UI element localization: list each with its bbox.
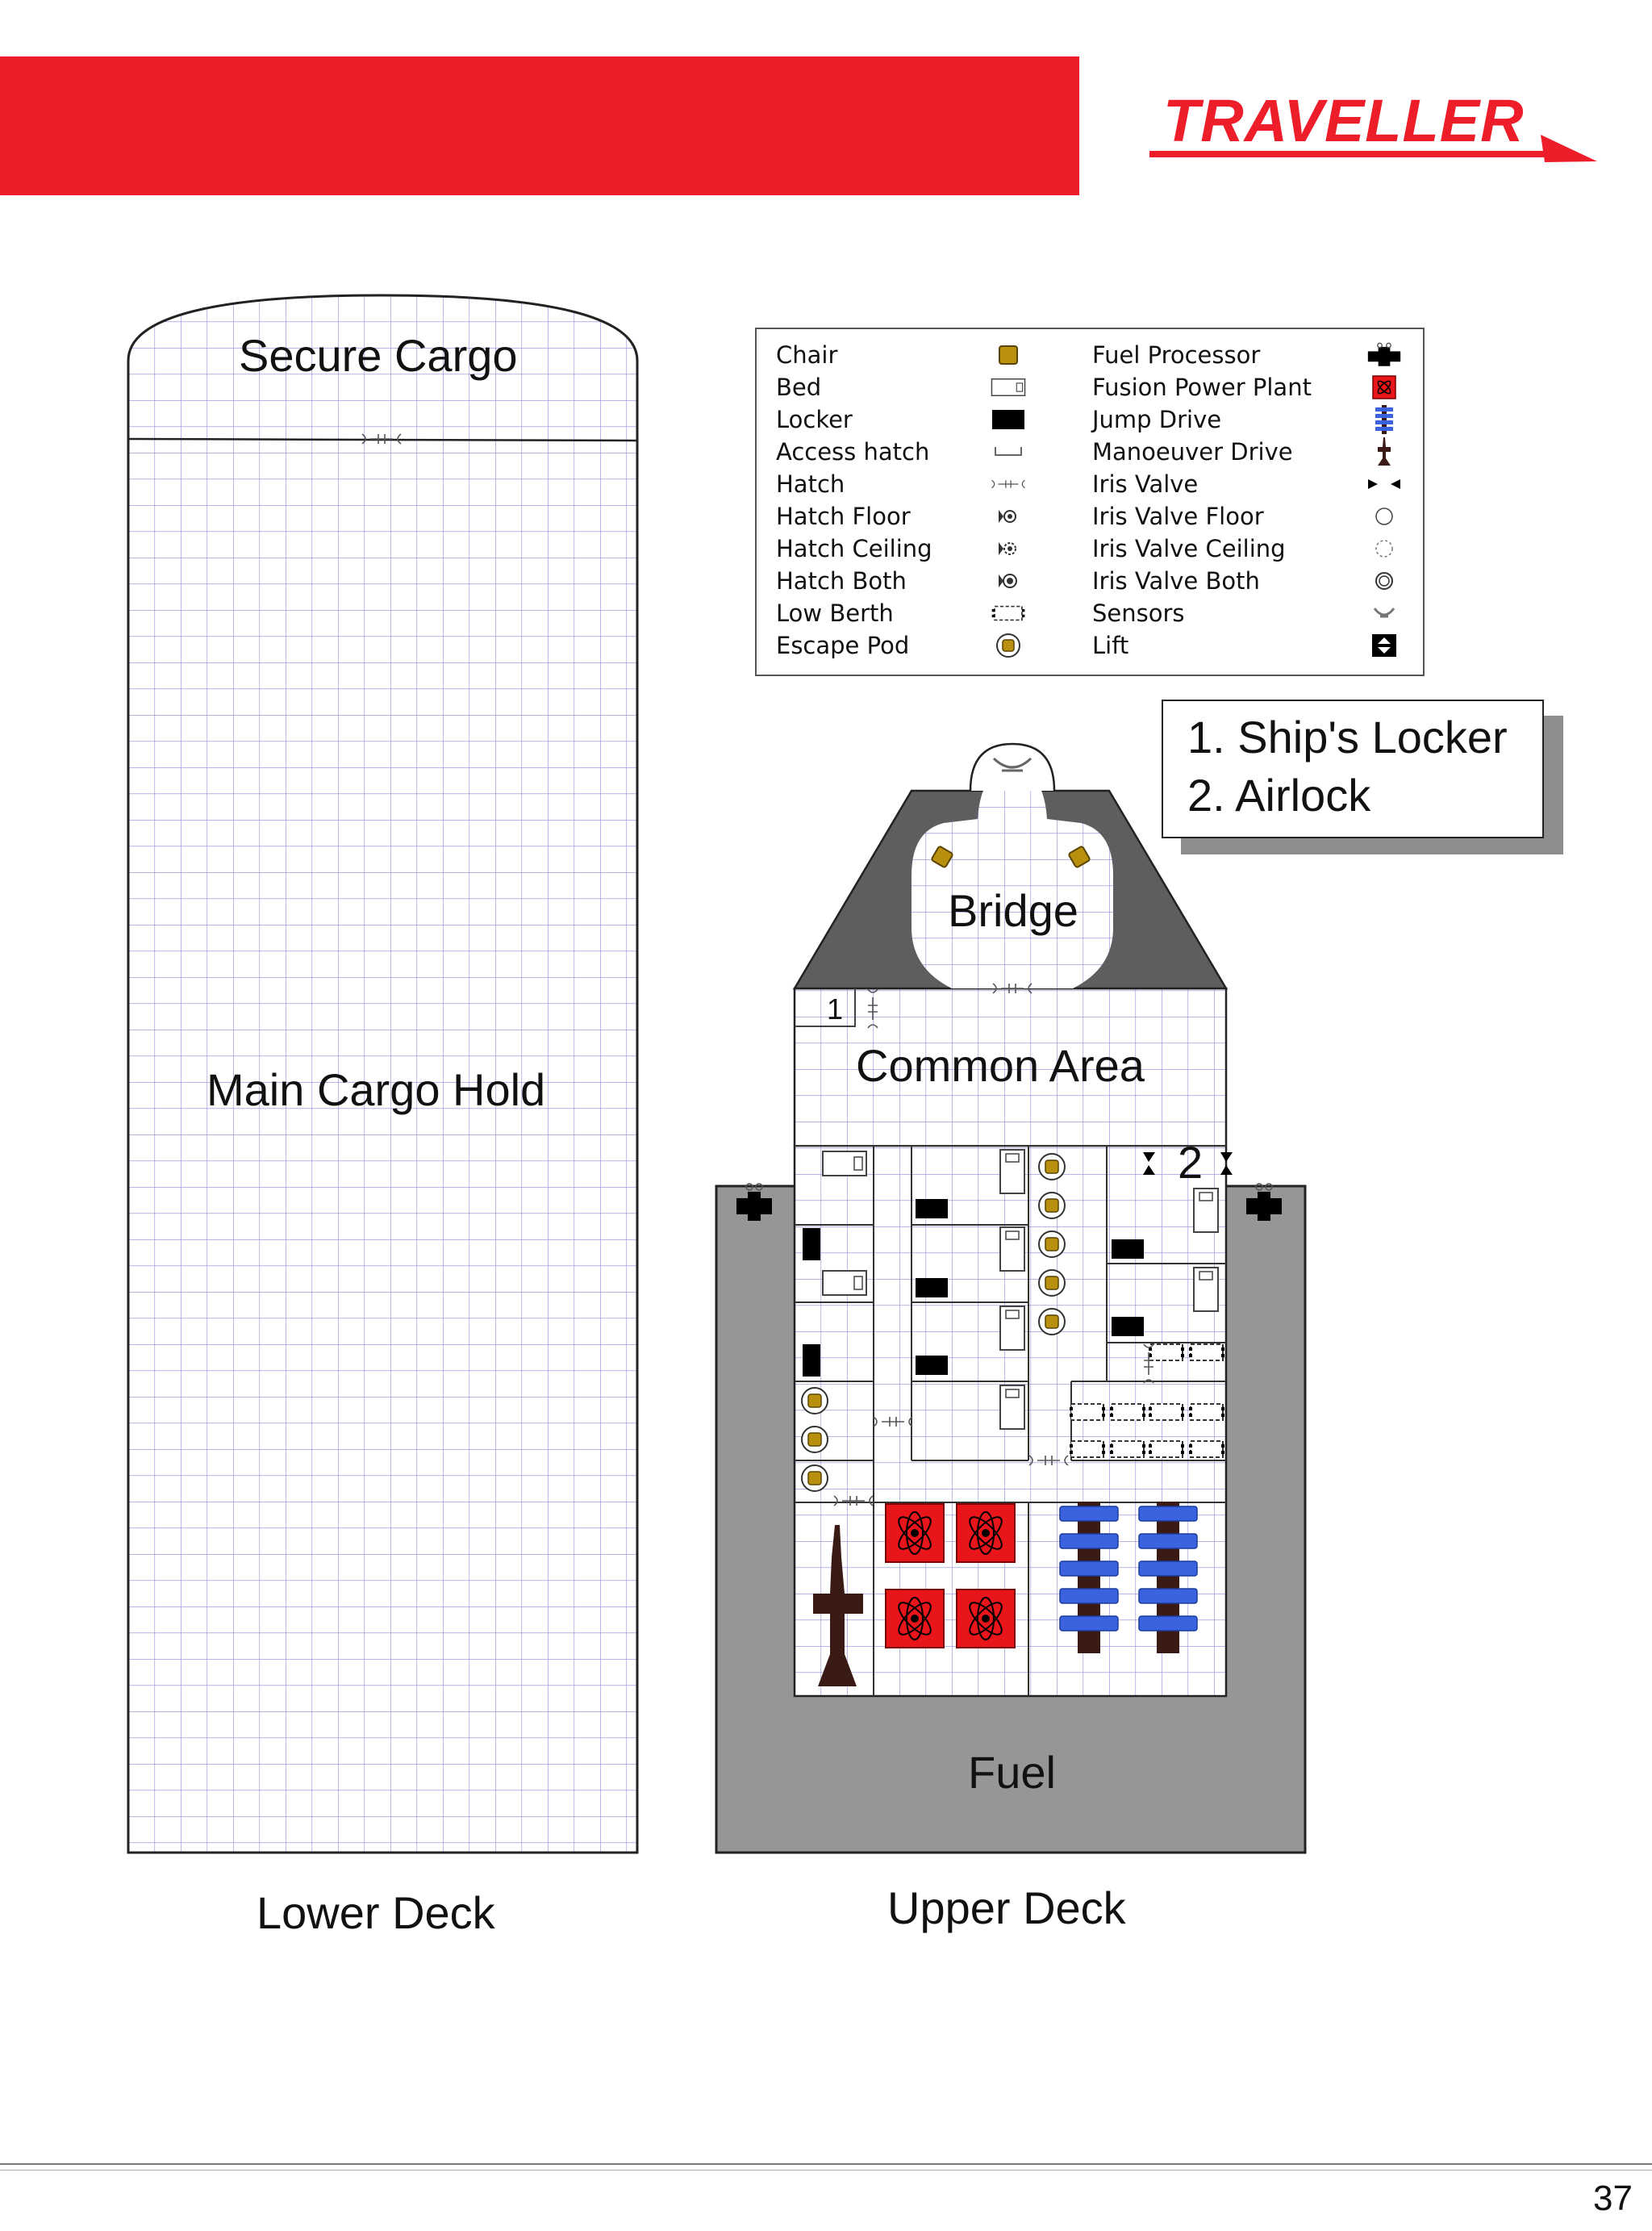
legend-item-iris-valve: Iris Valve (1092, 470, 1199, 498)
sensors-icon (1366, 597, 1402, 629)
lower-deck (127, 294, 639, 1854)
fuel-processor-icon (1366, 339, 1402, 371)
escape-pod-icon (991, 629, 1026, 662)
hatch-icon (991, 468, 1026, 500)
hatch-ceiling-icon (991, 533, 1026, 565)
legend-item-chair: Chair (776, 341, 838, 369)
secure-cargo-label: Secure Cargo (239, 330, 518, 381)
iris-valve-floor-icon (1366, 500, 1402, 533)
notes-box: 1. Ship's Locker 2. Airlock (1162, 700, 1544, 838)
iris-valve-both-icon (1366, 565, 1402, 597)
legend-item-jump-drive: Jump Drive (1092, 406, 1222, 433)
low-berth-icon (991, 597, 1026, 629)
marker-1: 1 (827, 992, 844, 1026)
legend-item-fusion-power-plant: Fusion Power Plant (1092, 374, 1312, 401)
bed-icon (991, 371, 1026, 403)
access-hatch-icon (991, 436, 1026, 468)
hatch-both-icon (991, 565, 1026, 597)
lift-icon (1366, 629, 1402, 662)
main-cargo-hold-label: Main Cargo Hold (206, 1064, 546, 1115)
marker-2: 2 (1178, 1137, 1204, 1188)
legend-item-hatch-both: Hatch Both (776, 567, 907, 595)
legend-item-iris-valve-floor: Iris Valve Floor (1092, 503, 1264, 530)
legend-item-manoeuver-drive: Manoeuver Drive (1092, 438, 1293, 466)
footer-rule (0, 2163, 1652, 2165)
note-airlock: 2. Airlock (1187, 770, 1371, 821)
chair-icon (991, 339, 1026, 371)
traveller-logo: TRAVELLER (1145, 85, 1601, 173)
hatch-floor-icon (991, 500, 1026, 533)
iris-valve-icon (1366, 468, 1402, 500)
jump-drive-icon (1366, 403, 1402, 436)
legend-item-hatch-floor: Hatch Floor (776, 503, 911, 530)
legend-item-hatch: Hatch (776, 470, 845, 498)
legend-item-access-hatch: Access hatch (776, 438, 930, 466)
legend-item-escape-pod: Escape Pod (776, 632, 910, 659)
legend-item-iris-valve-both: Iris Valve Both (1092, 567, 1260, 595)
legend-item-low-berth: Low Berth (776, 600, 894, 627)
note-ships-locker: 1. Ship's Locker (1187, 712, 1508, 762)
upper-deck (715, 742, 1307, 1854)
legend-item-iris-valve-ceiling: Iris Valve Ceiling (1092, 535, 1286, 562)
common-area-label: Common Area (856, 1040, 1145, 1091)
bridge-label: Bridge (948, 885, 1078, 936)
header-red-bar (0, 56, 1079, 195)
iris-valve-ceiling-icon (1366, 533, 1402, 565)
legend-item-lift: Lift (1092, 632, 1129, 659)
locker-icon (991, 403, 1026, 436)
legend-item-hatch-ceiling: Hatch Ceiling (776, 535, 932, 562)
legend-item-bed: Bed (776, 374, 822, 401)
manoeuver-drive-icon (1366, 436, 1402, 468)
page-number: 37 (1593, 2179, 1633, 2218)
logo-text: TRAVELLER (1163, 87, 1525, 154)
legend-item-sensors: Sensors (1092, 600, 1185, 627)
upper-deck-title: Upper Deck (887, 1882, 1126, 1933)
fuel-label: Fuel (968, 1747, 1056, 1798)
legend-item-locker: Locker (776, 406, 853, 433)
lower-deck-title: Lower Deck (257, 1887, 495, 1938)
legend-item-fuel-processor: Fuel Processor (1092, 341, 1261, 369)
fusion-power-plant-icon (1366, 371, 1402, 403)
